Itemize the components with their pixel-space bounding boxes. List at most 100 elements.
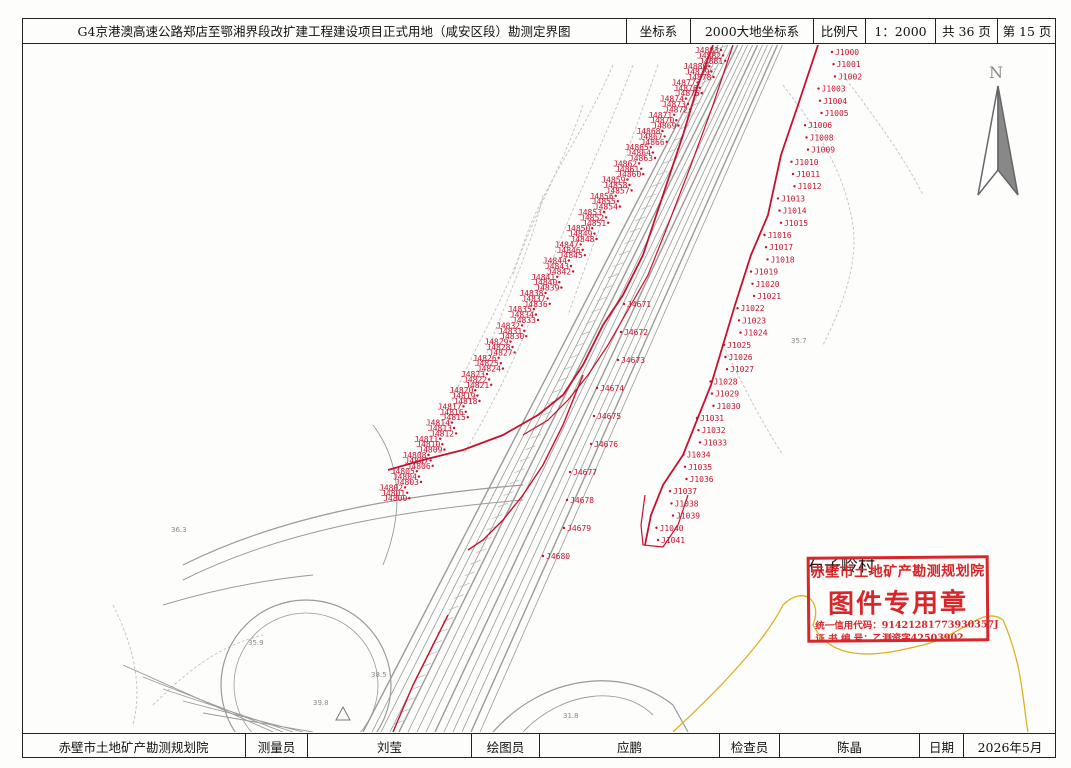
embankment-hatch xyxy=(574,342,586,348)
village-boundary-line xyxy=(672,595,1029,732)
boundary-point xyxy=(536,318,540,322)
boundary-point xyxy=(637,162,641,165)
boundary-point-label: J1006 xyxy=(808,121,832,130)
boundary-point xyxy=(749,270,753,273)
boundary-point xyxy=(427,453,430,457)
boundary-point xyxy=(628,183,631,187)
highway-lane-line xyxy=(479,45,783,732)
boundary-point xyxy=(607,221,610,224)
boundary-point xyxy=(653,156,657,160)
ramp-road xyxy=(492,680,689,732)
drafter-label: 绘图员 xyxy=(472,734,540,758)
boundary-point xyxy=(511,345,514,349)
embankment-hatch xyxy=(530,433,542,439)
contour-line xyxy=(567,64,659,316)
boundary-point-label: J4804 xyxy=(393,473,417,482)
boundary-point xyxy=(725,368,729,371)
contour-line xyxy=(722,344,784,456)
embankment-hatch xyxy=(569,353,580,359)
elevation-label: 39.8 xyxy=(313,699,329,707)
scale-value: 1：2000 xyxy=(866,18,936,43)
boundary-point-label: J4861 xyxy=(615,165,639,174)
boundary-point-label: J4806 xyxy=(407,462,431,471)
embankment-hatch xyxy=(475,548,487,554)
boundary-point xyxy=(630,189,633,192)
cloverleaf-ramp xyxy=(220,599,392,732)
boundary-point-label: J1032 xyxy=(702,426,726,435)
boundary-point xyxy=(817,87,820,90)
interchange-ramps xyxy=(122,424,689,732)
coord-system-label: 坐标系 xyxy=(627,18,691,43)
boundary-point-label: J1009 xyxy=(811,146,835,155)
boundary-point-label: J1021 xyxy=(757,292,781,301)
boundary-point-label: J1039 xyxy=(676,512,700,521)
triangulation-point xyxy=(335,705,351,721)
boundary-point-label: J1018 xyxy=(771,255,795,264)
boundary-point-label: J1011 xyxy=(796,170,820,179)
east-boundary-notch xyxy=(640,494,689,548)
embankment-hatch xyxy=(486,525,498,531)
boundary-point-label: J4830 xyxy=(500,332,524,341)
boundary-point xyxy=(656,538,660,542)
boundary-point-label: J1033 xyxy=(703,438,727,447)
boundary-point-label: J1038 xyxy=(675,499,699,508)
boundary-point-label: J4836 xyxy=(524,300,548,309)
boundary-point-label: J4844 xyxy=(543,257,567,266)
contour-lines xyxy=(112,64,924,726)
boundary-point-label: J4860 xyxy=(617,170,641,179)
scale-label: 比例尺 xyxy=(814,18,866,43)
boundary-point-label: J1036 xyxy=(690,475,714,484)
boundary-point-label: J4867 xyxy=(639,132,663,141)
embankment-hatch xyxy=(712,56,723,61)
boundary-point-label: J4838 xyxy=(519,289,543,298)
boundary-point-label: J4876 xyxy=(674,84,698,93)
boundary-point xyxy=(737,319,741,322)
boundary-point-label: J4839 xyxy=(535,284,559,293)
boundary-point xyxy=(806,148,810,151)
embankment-hatch xyxy=(613,262,624,267)
embankment-hatch xyxy=(602,285,613,290)
boundary-point xyxy=(523,329,526,332)
boundary-point-label: J1019 xyxy=(754,268,778,277)
boundary-point xyxy=(663,135,666,138)
boundary-point-label: J4856 xyxy=(590,192,614,201)
surveyor-name: 刘莹 xyxy=(308,734,472,758)
boundary-point xyxy=(487,378,491,381)
boundary-point xyxy=(520,324,524,327)
boundary-point xyxy=(567,259,571,262)
boundary-point xyxy=(541,554,545,558)
boundary-point-label: J4676 xyxy=(594,440,618,449)
north-arrow-left xyxy=(977,85,999,196)
north-arrow-right xyxy=(997,85,1019,196)
official-stamp: 赤壁市土地矿产勘测规划院 图件专用章 统一信用代码：91421281773930… xyxy=(806,555,999,645)
boundary-point-label: J1013 xyxy=(781,194,805,203)
boundary-point xyxy=(466,416,469,419)
embankment-hatch xyxy=(541,411,553,416)
highway-lane-line xyxy=(461,45,773,732)
embankment-hatch xyxy=(514,468,525,473)
boundary-point-label: J4825 xyxy=(475,359,499,368)
boundary-point-label: J4810 xyxy=(416,440,440,449)
boundary-point xyxy=(677,124,680,127)
boundary-point xyxy=(441,443,444,446)
embankment-hatch xyxy=(607,273,619,279)
ramp-road xyxy=(182,484,524,566)
boundary-point-label: J4864 xyxy=(627,149,651,158)
stamp-certificate: 证 书 编 号：乙测资字42503902 xyxy=(815,632,964,645)
boundary-point-label: J4831 xyxy=(498,327,522,336)
boundary-point xyxy=(776,197,780,200)
embankment-hatch xyxy=(464,571,476,577)
page-number: 第 15 页 xyxy=(1002,24,1052,39)
boundary-point-label: J4671 xyxy=(627,300,651,309)
boundary-point xyxy=(722,343,726,346)
boundary-point xyxy=(560,286,563,289)
boundary-point xyxy=(581,248,584,251)
boundary-point-label: J4817 xyxy=(438,402,462,411)
boundary-point-label: J1041 xyxy=(661,536,685,545)
boundary-point xyxy=(589,442,593,446)
boundary-point xyxy=(675,119,678,122)
boundary-point-label: J4814 xyxy=(426,419,450,428)
boundary-point xyxy=(791,172,795,176)
boundary-point-label: J1022 xyxy=(741,304,765,313)
